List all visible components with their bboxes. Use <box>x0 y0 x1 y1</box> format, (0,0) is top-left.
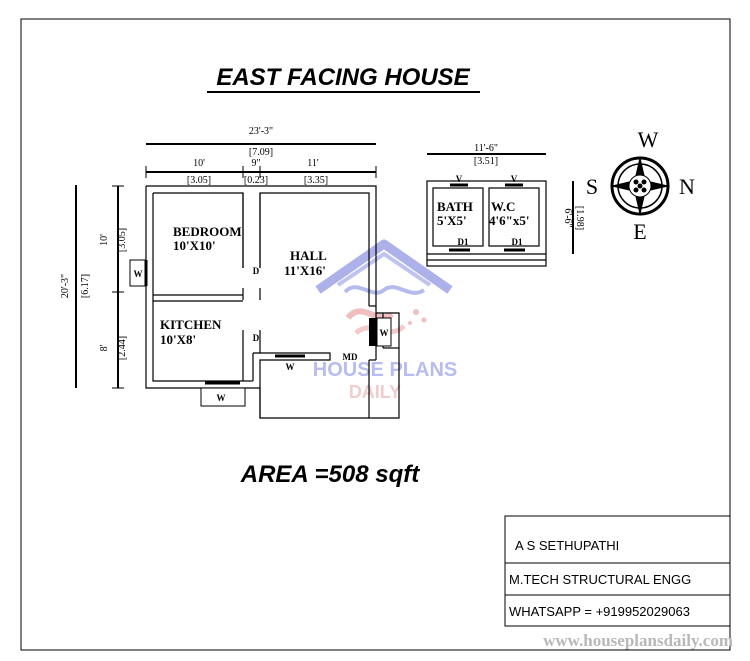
bath-vent-label: V <box>456 174 463 184</box>
top-dimensions <box>145 143 377 178</box>
compass-top: W <box>638 127 659 152</box>
overall-width-m: [7.09] <box>249 147 273 158</box>
seg3-m: [3.35] <box>304 175 328 186</box>
window-label: W <box>217 393 226 403</box>
seg3-ft: 11' <box>307 158 319 169</box>
upper-depth-ft: 10' <box>99 234 110 246</box>
window-label: W <box>286 362 295 372</box>
toilet-width-m: [3.51] <box>474 156 498 167</box>
upper-depth-m: [3.05] <box>117 228 128 252</box>
hall-size: 11'X16' <box>284 263 326 278</box>
window-kitchen-south: W <box>200 381 246 407</box>
wc-size: 4'6"x5' <box>489 213 529 228</box>
overall-depth-m: [6.17] <box>80 274 91 298</box>
bath-name: BATH <box>437 199 473 214</box>
main-door-label: MD <box>343 352 358 362</box>
designer-name: A S SETHUPATHI <box>515 538 619 553</box>
compass-rose <box>610 156 670 216</box>
toilet-height-m: [1.98] <box>574 206 585 230</box>
compass-left: S <box>586 174 598 199</box>
window-label: W <box>380 328 389 338</box>
seg2-ft: 9" <box>251 158 260 169</box>
overall-width-ft: 23'-3" <box>249 126 273 137</box>
door-bedroom-label: D <box>253 266 260 276</box>
designer-qualification: M.TECH STRUCTURAL ENGG <box>509 572 691 587</box>
house-walls <box>145 185 400 419</box>
toilet-dimensions <box>427 153 574 254</box>
toilet-height-ft: 6'-6" <box>562 208 573 227</box>
plan-title: EAST FACING HOUSE <box>216 64 470 91</box>
lower-depth-m: [2.44] <box>117 336 128 360</box>
lower-depth-ft: 8' <box>99 344 110 351</box>
window-label: W <box>134 269 143 279</box>
title-block <box>504 515 731 627</box>
wc-name: W.C <box>491 199 515 214</box>
compass-right: N <box>679 174 695 199</box>
toilet-walls <box>426 180 547 267</box>
designer-whatsapp: WHATSAPP = +919952029063 <box>509 604 690 619</box>
seg2-m: [0.23] <box>244 175 268 186</box>
kitchen-size: 10'X8' <box>160 332 196 347</box>
bath-door-label: D1 <box>458 237 469 247</box>
bath-size: 5'X5' <box>437 213 467 228</box>
website-watermark: www.houseplansdaily.com <box>543 631 733 650</box>
window-hall-south: W <box>275 354 305 372</box>
door-kitchen-label: D <box>253 333 260 343</box>
bedroom-size: 10'X10' <box>173 238 216 253</box>
window-bedroom-west: W <box>129 259 148 287</box>
seg1-ft: 10' <box>193 158 205 169</box>
wc-door-label: D1 <box>512 237 523 247</box>
left-dimensions <box>75 185 124 389</box>
toilet-width-ft: 11'-6" <box>474 143 498 154</box>
overall-depth-ft: 20'-3" <box>60 274 71 298</box>
bedroom-name: BEDROOM <box>173 224 242 239</box>
window-hall-east: W <box>369 317 392 347</box>
area-label: AREA =508 sqft <box>240 461 421 488</box>
watermark-logo: HOUSE PLANS DAILY <box>313 239 457 402</box>
watermark-line2: DAILY <box>349 382 401 402</box>
hall-name: HALL <box>290 248 327 263</box>
seg1-m: [3.05] <box>187 175 211 186</box>
wc-vent-label: V <box>511 174 518 184</box>
kitchen-name: KITCHEN <box>160 317 222 332</box>
sheet-border <box>20 18 731 651</box>
watermark-line1: HOUSE PLANS <box>313 359 457 381</box>
compass-bottom: E <box>633 219 646 244</box>
